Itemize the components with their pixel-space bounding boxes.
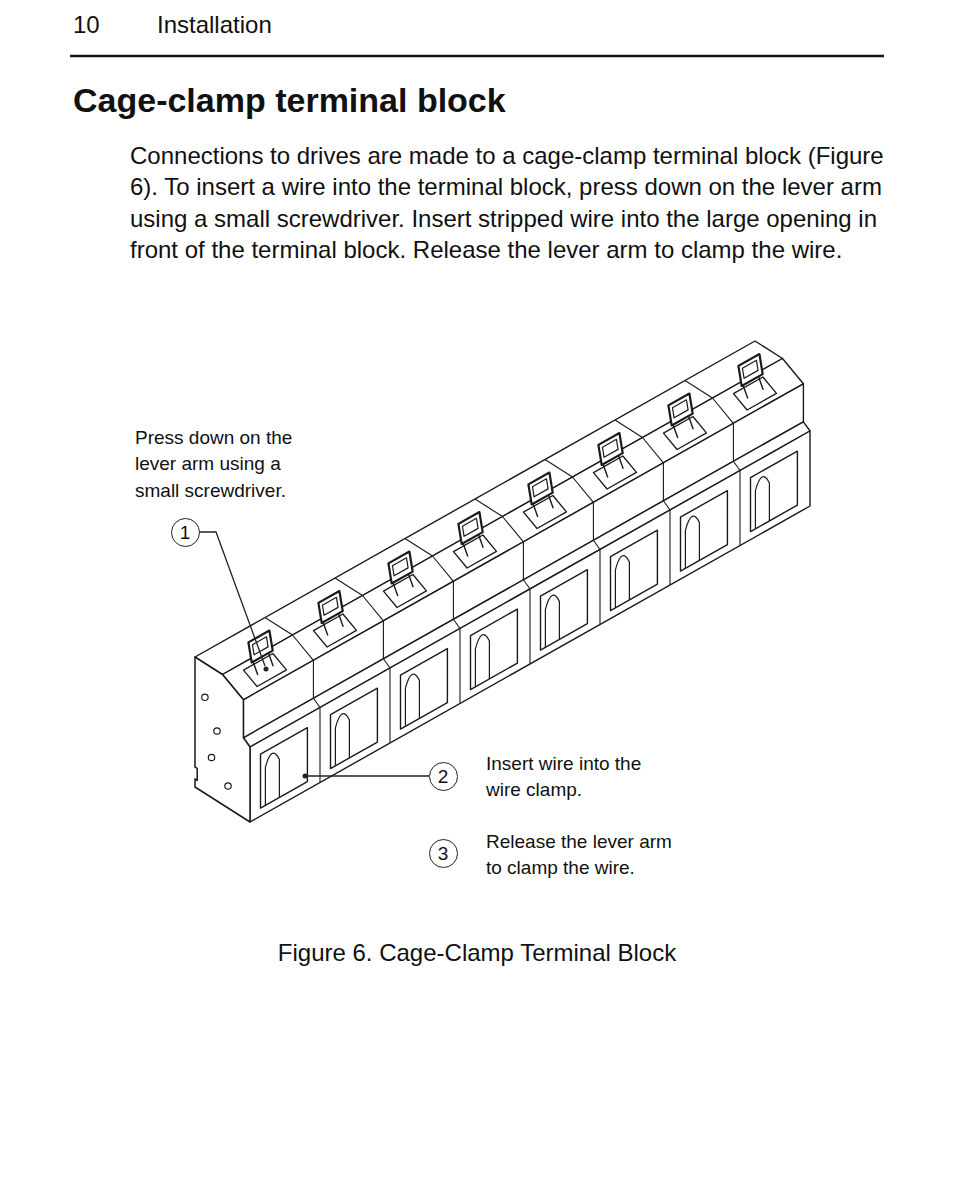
module-divider — [529, 589, 530, 664]
callout-number: 3 — [429, 839, 458, 868]
module-divider — [669, 510, 670, 585]
callout-text: Press down on the lever arm using a smal… — [135, 425, 330, 504]
lever-slot — [392, 558, 408, 576]
housing-face — [223, 359, 804, 700]
leader-line — [199, 532, 265, 666]
module-divider — [663, 463, 664, 501]
module-divider — [523, 542, 524, 580]
lever-arm — [458, 512, 482, 544]
module-divider — [453, 619, 460, 628]
leader-dot — [303, 774, 308, 779]
wire-opening — [681, 491, 728, 571]
housing-face — [243, 384, 803, 738]
callout-text: Release the lever arm to clamp the wire. — [486, 829, 686, 882]
clamp-spring — [685, 516, 699, 568]
callout-number-text: 3 — [438, 844, 449, 863]
module-divider — [383, 659, 390, 668]
module-divider — [713, 398, 734, 423]
housing-face — [243, 422, 810, 747]
end-plate — [195, 657, 250, 822]
module-divider — [293, 635, 314, 660]
lever-arm — [668, 394, 692, 426]
wire-opening — [401, 649, 448, 729]
mounting-hole — [214, 728, 220, 734]
module-divider — [383, 621, 384, 659]
leader-dot — [264, 667, 269, 672]
lever-arm — [248, 631, 272, 663]
lever-slot — [462, 518, 478, 536]
module-divider — [733, 423, 734, 461]
page-number: 10 — [73, 11, 133, 40]
mounting-hole — [202, 694, 208, 700]
figure-caption: Figure 6. Cage-Clamp Terminal Block — [0, 939, 954, 968]
lever-slot — [742, 360, 758, 378]
module-divider — [313, 698, 320, 707]
module-divider — [433, 556, 454, 581]
terminal-block — [195, 341, 810, 822]
module-divider — [599, 550, 600, 625]
wire-opening — [611, 530, 658, 610]
lever-slot — [602, 439, 618, 457]
callout-number: 2 — [429, 762, 458, 791]
lever-slot — [672, 400, 688, 418]
module-divider — [739, 471, 740, 546]
module-divider — [313, 660, 314, 698]
module-divider — [459, 629, 460, 704]
wire-opening — [471, 609, 518, 689]
module-divider — [593, 502, 594, 540]
mounting-hole — [208, 754, 214, 760]
body-paragraph: Connections to drives are made to a cage… — [130, 140, 890, 266]
callout-number: 1 — [171, 518, 200, 547]
leader-line — [307, 775, 429, 776]
lever-arm — [528, 473, 552, 505]
housing-face — [250, 431, 810, 822]
wire-opening — [261, 728, 308, 808]
lever-arm — [598, 433, 622, 465]
clamp-spring — [335, 714, 349, 766]
callout-text: Insert wire into the wire clamp. — [486, 751, 671, 804]
module-divider — [319, 708, 320, 783]
lever-slot — [532, 479, 548, 497]
section-name: Installation — [157, 11, 457, 40]
wire-opening — [541, 570, 588, 650]
header-rule — [70, 55, 884, 58]
lever-arm — [738, 354, 762, 386]
wire-opening — [331, 688, 378, 768]
module-divider — [593, 540, 600, 549]
clamp-spring — [545, 595, 559, 647]
clamp-spring — [265, 753, 279, 805]
module-divider — [643, 438, 664, 463]
lever-arm — [318, 591, 342, 623]
lever-slot — [322, 597, 338, 615]
callout-number-text: 1 — [180, 523, 191, 542]
module-divider — [363, 596, 384, 621]
module-divider — [453, 581, 454, 619]
module-divider — [503, 517, 524, 542]
module-divider — [523, 580, 530, 589]
module-divider — [663, 501, 670, 510]
module-divider — [389, 668, 390, 743]
module-divider — [733, 461, 740, 470]
wire-opening — [751, 451, 798, 531]
clamp-spring — [475, 635, 489, 687]
mounting-hole — [225, 783, 231, 789]
page-title: Cage-clamp terminal block — [73, 80, 893, 121]
module-divider — [573, 477, 594, 502]
callout-number-text: 2 — [438, 767, 449, 786]
clamp-spring — [615, 556, 629, 608]
clamp-spring — [755, 477, 769, 529]
lever-arm — [388, 552, 412, 584]
clamp-spring — [405, 674, 419, 726]
